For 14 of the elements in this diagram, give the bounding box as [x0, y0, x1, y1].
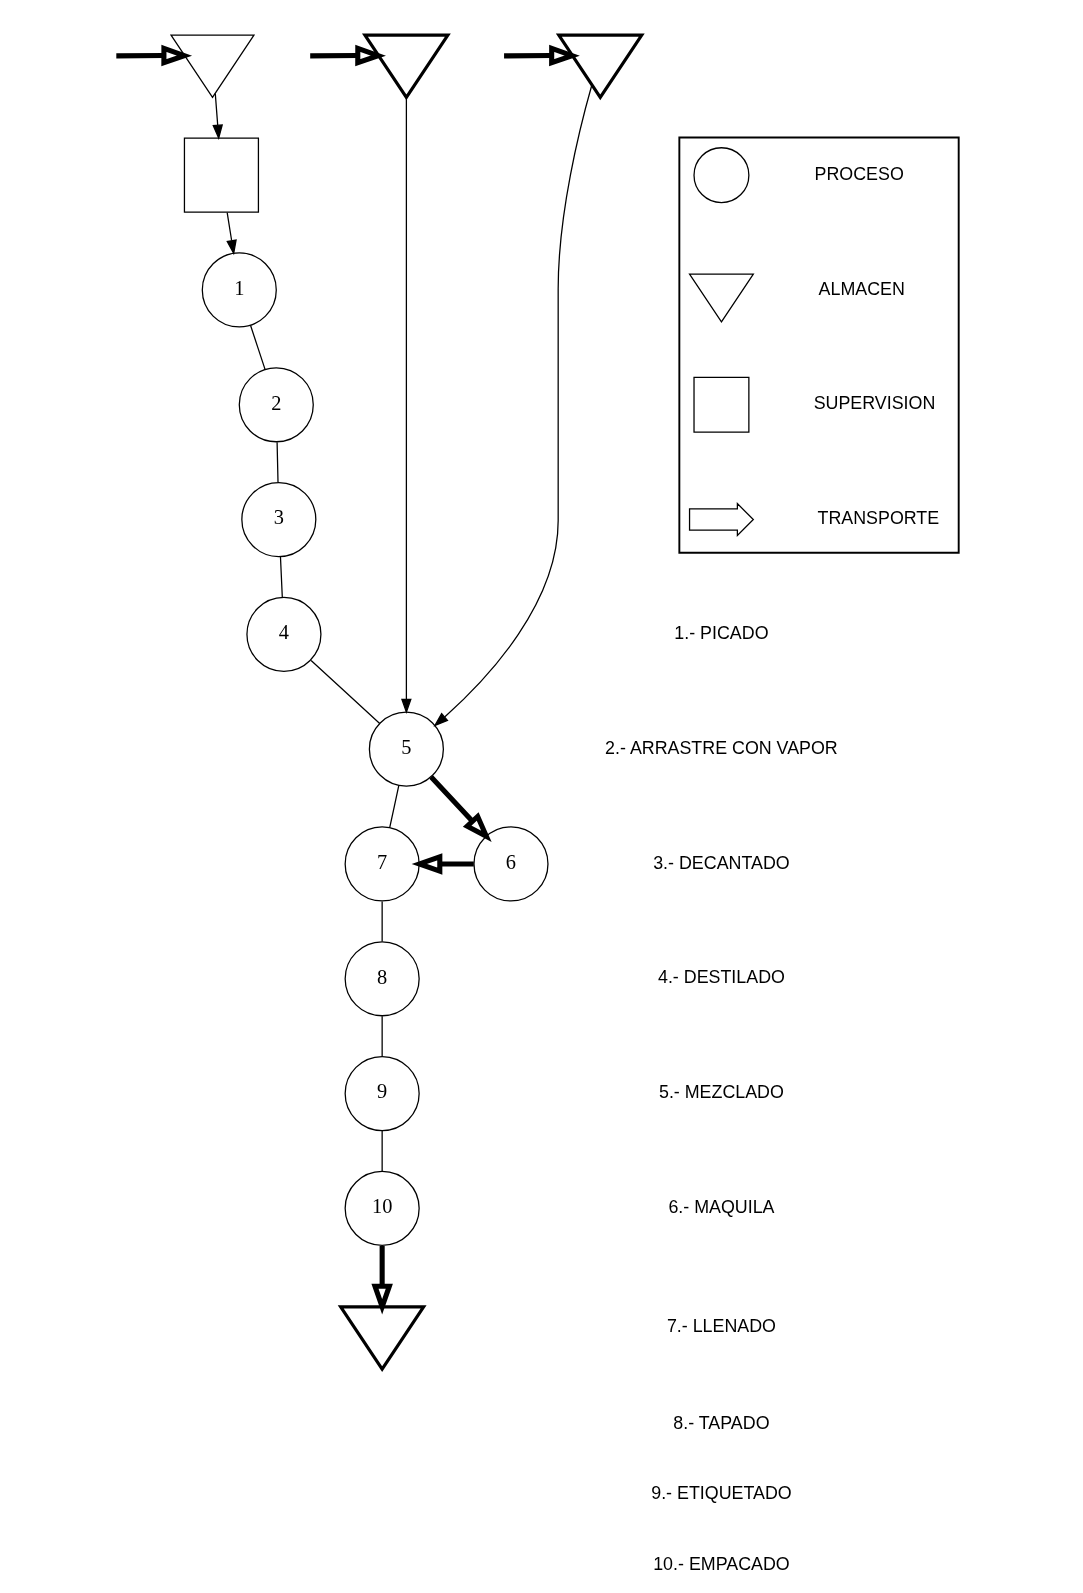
- label: 2.- ARRASTRE CON VAPOR: [604, 737, 838, 758]
- label: 1.- PICADO: [673, 622, 769, 643]
- legend-label: SUPERVISION: [813, 392, 935, 413]
- label: 4.- DESTILADO: [657, 966, 785, 987]
- label: 6.- MAQUILA: [667, 1196, 774, 1217]
- legend-label: PROCESO: [814, 163, 904, 184]
- label: 9.- ETIQUETADO: [650, 1482, 792, 1503]
- legend-label: TRANSPORTE: [817, 507, 939, 528]
- legend-label: ALMACEN: [818, 278, 905, 299]
- label: 3.- DECANTADO: [652, 852, 790, 873]
- label: 5.- MEZCLADO: [658, 1081, 784, 1102]
- label: 8.- TAPADO: [672, 1412, 770, 1433]
- label: 10.- EMPACADO: [652, 1553, 790, 1574]
- label: 7.- LLENADO: [666, 1315, 776, 1336]
